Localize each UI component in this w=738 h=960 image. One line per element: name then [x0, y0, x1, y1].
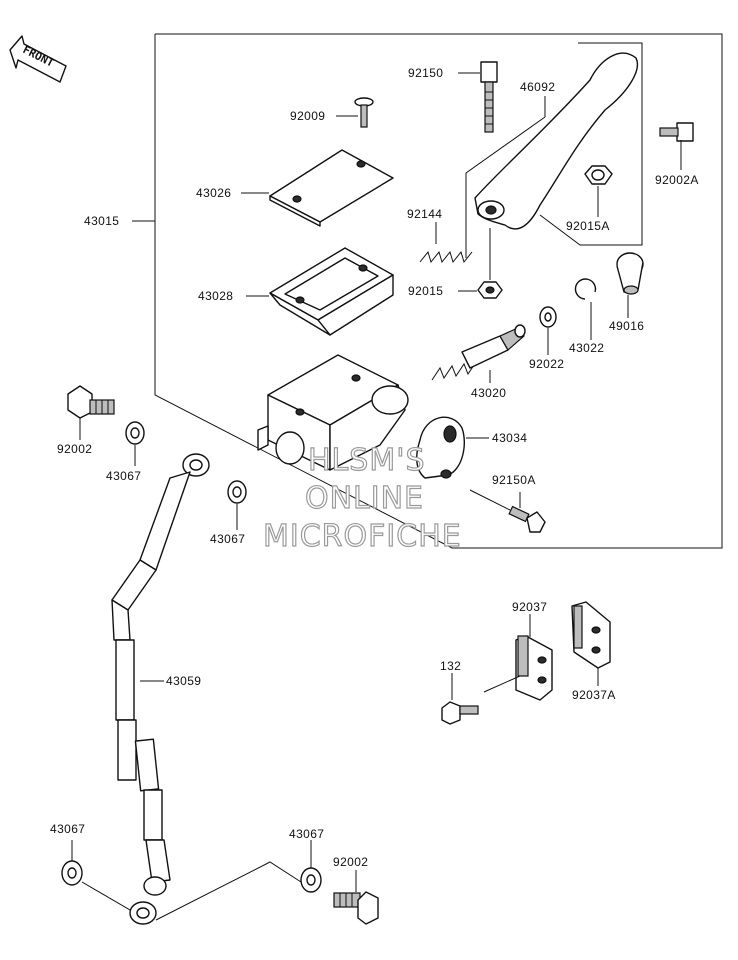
- label-92002-bottom: 92002: [333, 855, 368, 869]
- bracket-92037: [515, 635, 553, 701]
- label-43034: 43034: [492, 431, 527, 445]
- front-arrow: FRONT: [9, 35, 67, 83]
- label-92002-top: 92002: [57, 442, 92, 456]
- watermark-line-2: ONLINE: [305, 481, 424, 516]
- banjo-bolt-92002-bottom: [333, 891, 379, 925]
- label-43020: 43020: [471, 386, 506, 400]
- label-43022: 43022: [569, 341, 604, 355]
- piston-43020: [431, 324, 526, 381]
- watermark-line-3: MICROFICHE: [263, 519, 462, 554]
- washer-43067-b: [227, 480, 247, 504]
- diaphragm-43028: [269, 247, 394, 336]
- bolt-92002A: [659, 122, 694, 142]
- bolt-92150: [480, 61, 498, 133]
- label-92009: 92009: [290, 109, 325, 123]
- spring-92144: [419, 250, 473, 264]
- cap-43026: [269, 149, 394, 227]
- washer-92022: [539, 306, 557, 328]
- part-labels: 92150 46092 92009 92002A 43026 43015 921…: [50, 66, 699, 869]
- label-43059: 43059: [166, 674, 201, 688]
- boot-49016: [616, 252, 644, 295]
- bolt-132: [441, 701, 479, 725]
- label-92015A: 92015A: [566, 219, 610, 233]
- bolt-92150A: [508, 505, 546, 533]
- watermark: HLSM'S ONLINE MICROFICHE: [262, 442, 462, 554]
- label-46092: 46092: [520, 80, 555, 94]
- label-43067-c: 43067: [50, 822, 85, 836]
- clamp-43034: [416, 416, 466, 479]
- assembly-outline: [132, 33, 723, 549]
- label-132: 132: [440, 659, 461, 673]
- circlip-43022: [574, 278, 597, 300]
- washer-43067-a: [125, 421, 145, 445]
- nut-92015: [477, 281, 503, 299]
- washer-43067-c: [61, 860, 83, 886]
- label-92144: 92144: [407, 207, 442, 221]
- label-49016: 49016: [609, 319, 644, 333]
- label-92150: 92150: [408, 66, 443, 80]
- label-92150A: 92150A: [492, 473, 536, 487]
- watermark-line-1: HLSM'S: [308, 443, 426, 478]
- lever-46092: [474, 52, 638, 230]
- bracket-92037A: [571, 601, 611, 669]
- brake-hose-43059: [111, 453, 210, 925]
- label-43028: 43028: [198, 289, 233, 303]
- label-92037: 92037: [512, 600, 547, 614]
- label-92015: 92015: [408, 284, 443, 298]
- screw-92009: [354, 97, 374, 128]
- label-92002A: 92002A: [655, 173, 699, 187]
- label-92022: 92022: [529, 357, 564, 371]
- washer-43067-d: [300, 867, 322, 893]
- label-43067-b: 43067: [210, 532, 245, 546]
- banjo-bolt-92002-top: [67, 385, 115, 419]
- label-43067-d: 43067: [289, 827, 324, 841]
- label-43015: 43015: [84, 214, 119, 228]
- label-43026: 43026: [196, 186, 231, 200]
- nut-92015A: [584, 165, 613, 185]
- label-92037A: 92037A: [572, 688, 616, 702]
- master-cylinder-body: [257, 354, 409, 471]
- label-43067-a: 43067: [106, 469, 141, 483]
